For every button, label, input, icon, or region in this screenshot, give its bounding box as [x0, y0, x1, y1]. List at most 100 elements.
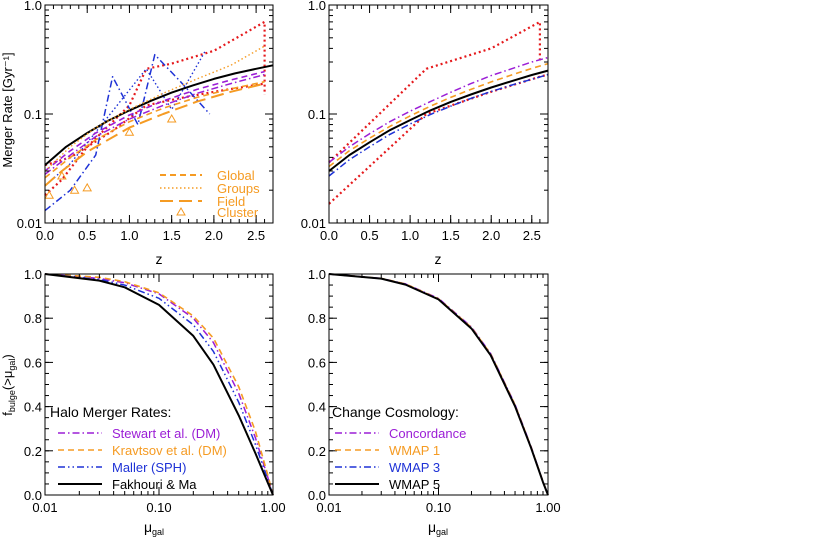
legend-label: Fakhouri & Ma [112, 477, 197, 492]
y-tick-label: 1.0 [308, 267, 326, 282]
x-tick-label: 0.0 [36, 228, 54, 243]
series-line-p0-4 [44, 64, 274, 166]
y-tick-label: 0.1 [24, 107, 42, 122]
x-tick-label: 1.5 [442, 228, 460, 243]
panel-bottom-left-xlabel: μgal [144, 519, 164, 537]
x-tick-label: 1.0 [401, 228, 419, 243]
series-line-p0-2 [44, 53, 211, 212]
series-line-maller-sph- [44, 273, 274, 496]
x-tick-label: 1.5 [163, 228, 181, 243]
y-tick-label: 0.8 [24, 311, 42, 326]
legend-label: Concordance [389, 426, 466, 441]
x-tick-label: 0.01 [316, 500, 341, 515]
legend-label: Kravtsov et al. (DM) [112, 443, 227, 458]
cluster-marker [82, 182, 93, 192]
panel-top-left-lines [44, 20, 274, 212]
y-tick-label: 0.4 [308, 400, 326, 415]
cluster-marker [57, 170, 67, 180]
series-line-p0-5 [44, 73, 265, 175]
legend-global-label: Global [217, 168, 255, 183]
series-line-p1-4 [328, 69, 549, 172]
legend-label: Maller (SPH) [112, 460, 186, 475]
y-tick-label: 0.01 [17, 216, 42, 231]
panel-bottom-left-ticks: 0.01 0.10 1.00 0.0 0.2 0.4 0.6 0.8 1.0 [24, 267, 286, 515]
series-line-p1-0 [328, 20, 542, 164]
y-tick-label: 1.0 [24, 267, 42, 282]
series-line-p1-5 [328, 73, 549, 177]
legend-label: Stewart et al. (DM) [112, 426, 220, 441]
panel-top-left: 0.0 0.5 1.0 1.5 2.0 2.5 0.01 0.1 1.0 Merger Rate… [0, 0, 274, 267]
panel-bottom-right-xlabel: μgal [428, 519, 448, 537]
panel-top-left-legend: Global Groups Field Cluster [160, 168, 260, 220]
series-line-p0-6 [44, 70, 265, 172]
series-line-p0-9 [44, 82, 265, 187]
x-tick-label: 2.0 [482, 228, 500, 243]
x-tick-label: 2.5 [247, 228, 265, 243]
panel-top-right-frame [328, 4, 549, 224]
y-tick-label: 0.2 [24, 444, 42, 459]
series-line-p0-7 [44, 80, 265, 179]
panel-top-left-ylabel: Merger Rate [Gyr⁻¹] [0, 52, 15, 167]
x-tick-label: 0.01 [32, 500, 57, 515]
cluster-marker [166, 113, 177, 123]
panel-top-left-markers [44, 113, 177, 199]
panel-top-left-xlabel: z [156, 251, 163, 267]
legend-cluster-label: Cluster [217, 205, 259, 220]
x-tick-label: 0.5 [78, 228, 96, 243]
cluster-marker [124, 127, 135, 136]
x-tick-label: 1.00 [260, 500, 285, 515]
legend-label: WMAP 3 [389, 460, 440, 475]
y-tick-label: 1.0 [24, 0, 42, 13]
y-tick-label: 0.01 [301, 216, 326, 231]
series-line-p0-8 [44, 45, 265, 172]
series-line-stewart-et-al-dm- [44, 273, 274, 496]
legend-field-label: Field [217, 194, 245, 209]
panel-bottom-left-legend: Halo Merger Rates: Stewart et al. (DM) Kr… [50, 404, 227, 492]
y-tick-label: 0.1 [308, 107, 326, 122]
x-tick-label: 0.5 [361, 228, 379, 243]
series-line-wmap-5 [328, 273, 549, 496]
panel-bottom-left: 0.01 0.10 1.00 0.0 0.2 0.4 0.6 0.8 1.0 fbulge(>μ… [0, 267, 286, 537]
x-tick-label: 2.0 [205, 228, 223, 243]
series-line-kravtsov-et-al-dm- [44, 273, 274, 496]
series-line-p0-0 [44, 20, 266, 197]
panel-bottom-left-legend-title: Halo Merger Rates: [50, 404, 171, 420]
y-tick-label: 0.6 [24, 355, 42, 370]
x-tick-label: 0.10 [426, 500, 451, 515]
panel-top-left-ticks: 0.0 0.5 1.0 1.5 2.0 2.5 0.01 0.1 1.0 [17, 0, 273, 243]
series-line-p1-1 [328, 73, 549, 205]
y-tick-label: 0.0 [24, 488, 42, 503]
y-tick-label: 0.4 [24, 400, 42, 415]
panel-top-right-lines [328, 20, 549, 205]
y-tick-label: 0.6 [308, 355, 326, 370]
panel-top-right: 0.0 0.5 1.0 1.5 2.0 2.5 0.01 0.1 1.0 z [301, 0, 549, 267]
y-tick-label: 0.0 [308, 488, 326, 503]
x-tick-label: 0.0 [320, 228, 338, 243]
series-line-fakhouri-ma [44, 273, 274, 496]
legend-label: WMAP 1 [389, 443, 440, 458]
cluster-marker [44, 190, 55, 199]
panel-top-right-ticks: 0.0 0.5 1.0 1.5 2.0 2.5 0.01 0.1 1.0 [301, 0, 548, 243]
legend-label: WMAP 5 [389, 477, 440, 492]
y-tick-label: 0.8 [308, 311, 326, 326]
x-tick-label: 0.10 [146, 500, 171, 515]
panel-top-right-xlabel: z [435, 251, 442, 267]
cluster-marker [69, 185, 80, 194]
legend-cluster-marker [176, 206, 186, 216]
series-line-p1-3 [328, 62, 549, 168]
x-tick-label: 2.5 [523, 228, 541, 243]
y-tick-label: 1.0 [308, 0, 326, 13]
series-line-p1-2 [328, 56, 549, 163]
legend-groups-label: Groups [217, 181, 260, 196]
y-tick-label: 0.2 [308, 444, 326, 459]
panel-bottom-right-legend-title: Change Cosmology: [332, 404, 459, 420]
series-line-p0-3 [44, 50, 207, 187]
panel-bottom-left-lines [44, 273, 274, 496]
x-tick-label: 1.0 [120, 228, 138, 243]
panel-bottom-right-lines [328, 273, 549, 496]
panel-bottom-left-ylabel: fbulge(>μgal) [0, 354, 17, 415]
